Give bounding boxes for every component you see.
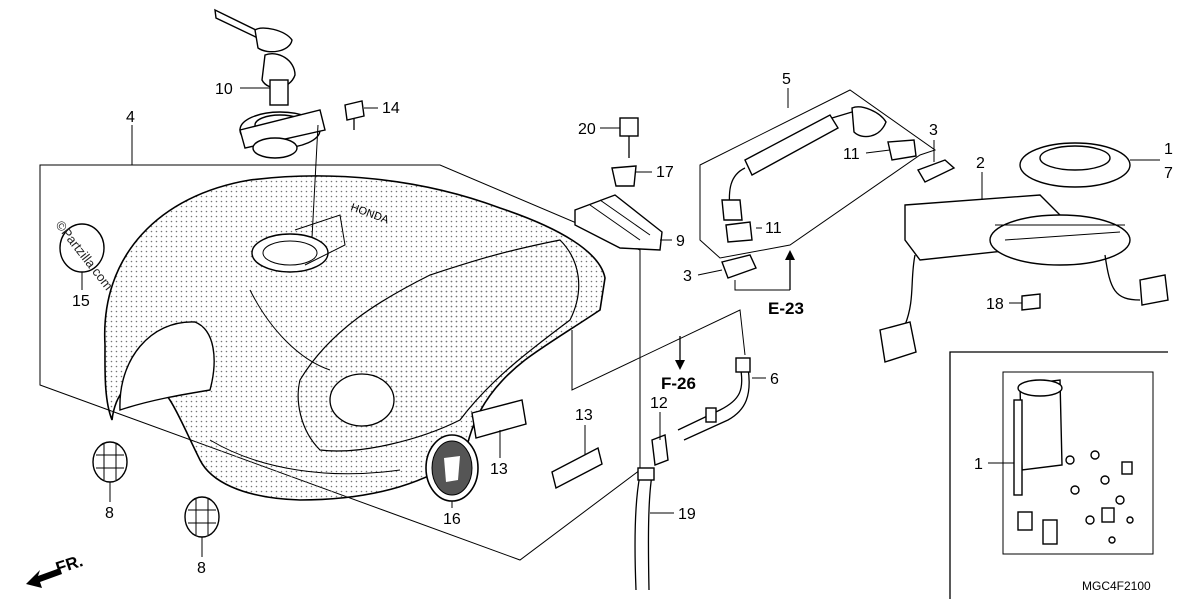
callout-1b: 1 (974, 456, 983, 473)
nut-part-18[interactable] (1021, 293, 1041, 311)
callout-2: 2 (976, 155, 985, 172)
callout-10: 10 (215, 81, 233, 98)
bolt-part-20[interactable] (619, 117, 639, 158)
fuel-hose-assembly-part-5[interactable] (699, 89, 937, 259)
clamp-part-11a[interactable] (887, 139, 917, 161)
callout-6: 6 (770, 371, 779, 388)
reference-e23: E-23 (768, 299, 804, 318)
callout-17: 17 (656, 164, 674, 181)
fuel-pump-inset (949, 351, 1168, 599)
callout-5: 5 (782, 71, 791, 88)
callout-3b: 3 (683, 268, 692, 285)
callout-1a: 1 (1164, 141, 1173, 158)
callout-12: 12 (650, 395, 668, 412)
leader-lines (81, 87, 1160, 557)
breather-hose-part-6[interactable] (677, 357, 751, 441)
pad-part-13a[interactable] (471, 399, 527, 439)
callout-18: 18 (986, 296, 1004, 313)
front-arrow-icon (26, 568, 62, 588)
washer-part-17[interactable] (611, 165, 637, 187)
callout-11a: 11 (843, 146, 860, 163)
honda-emblem-part-16[interactable] (425, 434, 479, 502)
rubber-grommet-part-8a[interactable] (92, 441, 128, 483)
pump-plate-part-7[interactable] (1019, 142, 1131, 188)
reference-f26: F-26 (661, 374, 696, 393)
front-label: FR. (53, 551, 85, 578)
rubber-grommet-part-8b[interactable] (184, 496, 220, 538)
callout-7: 7 (1164, 165, 1173, 182)
callout-19: 19 (678, 506, 696, 523)
diagram-code: MGC4F2100 (1082, 579, 1151, 593)
callout-16: 16 (443, 511, 461, 528)
callout-9: 9 (676, 233, 685, 250)
bracket-part-9[interactable] (574, 194, 663, 251)
callout-8b: 8 (197, 560, 206, 577)
callout-11b: 11 (765, 220, 782, 237)
clamp-part-11b[interactable] (725, 221, 753, 243)
clip-part-3a[interactable] (916, 159, 956, 183)
clip-part-3b[interactable] (721, 254, 757, 279)
bolt-part-14[interactable] (344, 100, 365, 130)
fuel-pump-part-2[interactable] (879, 194, 1169, 363)
fuel-cap-key-assembly[interactable] (214, 8, 326, 239)
fuel-pump-kit-part-1[interactable] (1013, 379, 1134, 545)
callout-15: 15 (72, 293, 90, 310)
callout-13a: 13 (490, 461, 508, 478)
callout-3a: 3 (929, 122, 938, 139)
front-direction-indicator: FR. (26, 551, 85, 588)
callout-20: 20 (578, 121, 596, 138)
pad-part-13b[interactable] (551, 446, 603, 490)
callout-13b: 13 (575, 407, 593, 424)
tube-part-12[interactable] (651, 434, 669, 466)
fuel-tank-assembly[interactable]: HONDA (39, 164, 641, 561)
callout-8a: 8 (105, 505, 114, 522)
callout-14: 14 (382, 100, 400, 117)
callout-4: 4 (126, 109, 135, 126)
drain-tube-part-19[interactable] (634, 467, 655, 591)
callout-labels: 4 10 14 15 8 8 16 13 13 20 17 9 5 11 11 … (72, 71, 1173, 577)
